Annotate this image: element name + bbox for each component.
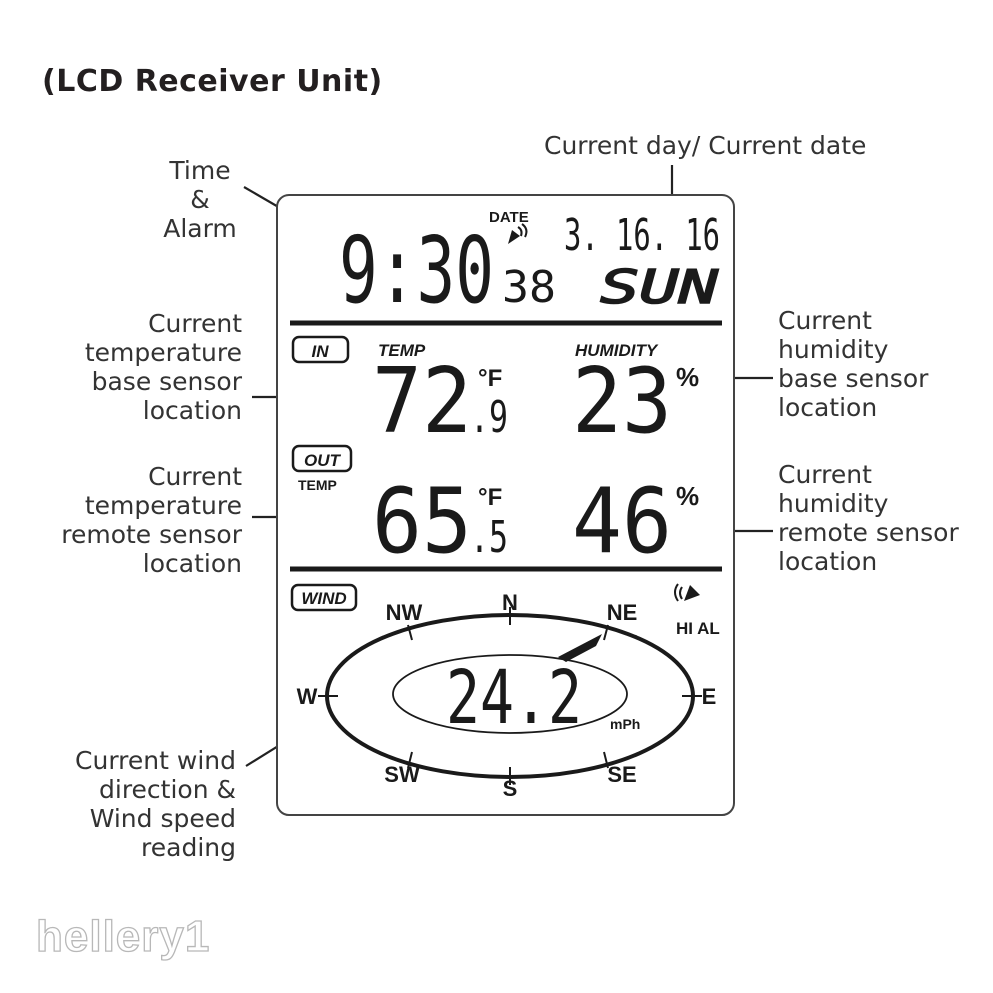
speed-window [392,654,628,734]
alarm-bell-icon [508,223,528,244]
out-humidity-value: 46 [572,469,672,574]
callout-time-alarm: Time & Alarm [163,156,237,243]
hi-alarm-bell-icon [674,583,700,602]
callout-day-date: Current day/ Current date [544,131,867,160]
out-temp-label: TEMP [298,477,337,493]
callout-wind: Current wind direction & Wind speed read… [75,746,236,862]
in-temp-unit: °F [478,365,502,392]
callout-humidity-base: Current humidity base sensor location [778,306,929,422]
wind-speed-unit: mPh [610,716,640,732]
out-temperature-whole: 65 [372,469,472,574]
compass-sw: SW [384,762,420,787]
current-day: SUN [600,260,718,314]
wind-direction-pointer [558,634,602,662]
out-badge-frame [291,444,353,473]
compass-se: SE [607,762,636,787]
in-badge-frame [291,335,350,364]
current-date: 3. 16. 16 [564,210,720,261]
in-temperature-whole: 72 [372,349,472,454]
hi-al-label: HI AL [676,619,720,638]
wind-badge: WIND [301,589,346,608]
time-hours-minutes: 9:30 [339,217,494,324]
callout-temp-base: Current temperature base sensor location [84,309,242,425]
out-badge: OUT [304,451,342,470]
compass-n: N [502,590,518,615]
out-humidity-unit: % [676,481,699,511]
time-seconds: 38 [502,262,556,313]
callout-humidity-remote: Current humidity remote sensor location [778,460,959,576]
in-humidity-value: 23 [572,349,672,454]
in-temperature-decimal: .9 [470,392,508,443]
wind-badge-frame [290,583,358,612]
compass-s: S [503,776,518,801]
compass-w: W [297,684,318,709]
out-temperature-decimal: .5 [470,512,508,563]
in-temp-label: TEMP [378,341,426,360]
out-temp-unit: °F [478,484,502,511]
date-label: DATE [489,209,529,226]
diagram-title: (LCD Receiver Unit) [42,64,383,99]
in-badge: IN [312,342,330,361]
lcd-frame [276,194,735,816]
wind-speed-value: 24.2 [446,655,582,741]
in-humidity-label: HUMIDITY [575,341,659,360]
compass-ne: NE [607,600,638,625]
watermark: hellery1 [35,911,211,961]
compass-nw: NW [386,600,423,625]
in-humidity-unit: % [676,362,699,392]
compass-e: E [702,684,717,709]
compass-ticks [318,607,702,785]
callout-temp-remote: Current temperature remote sensor locati… [61,462,242,578]
